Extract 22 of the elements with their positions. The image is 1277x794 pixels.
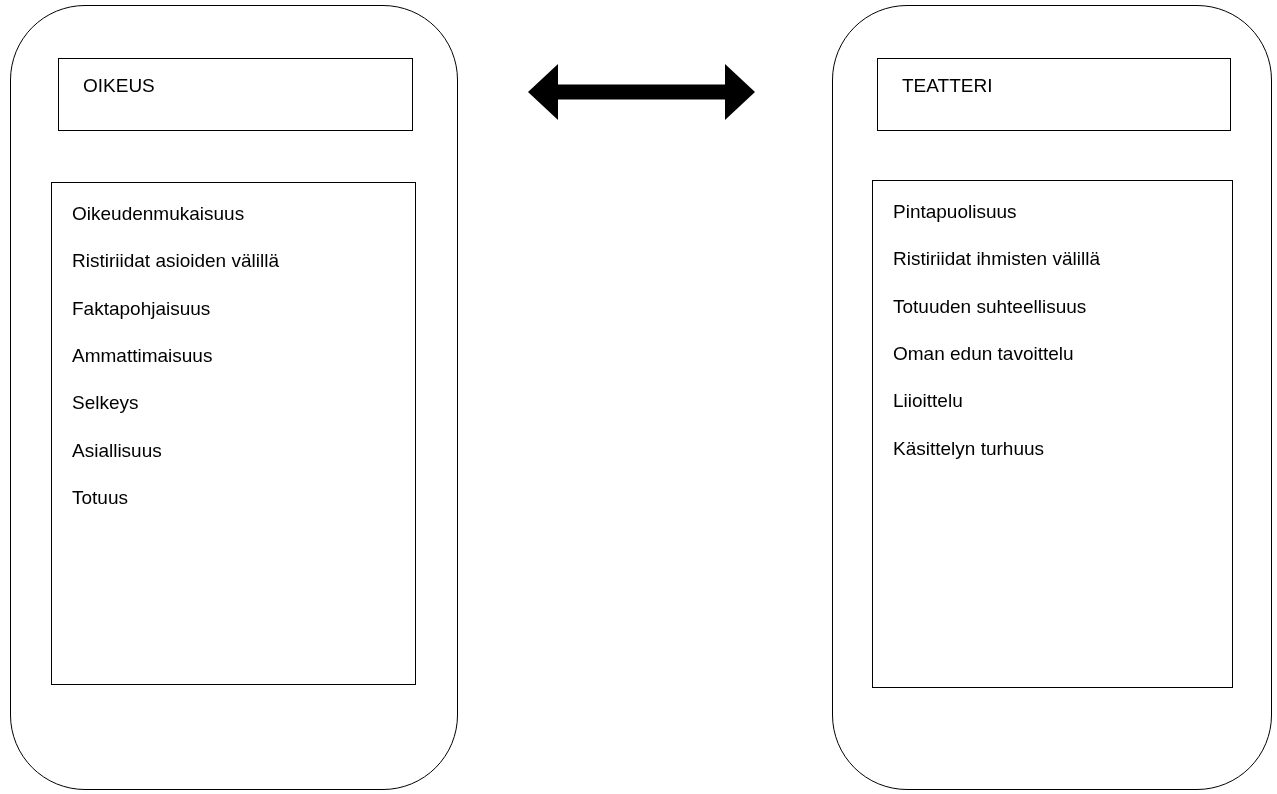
list-item: Ammattimaisuus <box>72 344 213 367</box>
list-item: Oikeudenmukaisuus <box>72 203 245 225</box>
list-item: Ristiriidat asioiden välillä <box>72 250 279 273</box>
double-arrow <box>528 64 755 120</box>
heading-box <box>877 58 1231 131</box>
list-item: Liioittelu <box>893 390 963 413</box>
list-item: Totuuden suhteellisuus <box>893 295 1087 318</box>
list-item: Selkeys <box>72 392 139 415</box>
heading-text: TEATTERI <box>902 75 993 97</box>
rounded-panel <box>10 5 458 790</box>
list-item: Faktapohjaisuus <box>72 297 211 320</box>
list-box <box>872 180 1233 688</box>
heading-box <box>58 58 413 131</box>
list-item: Totuus <box>72 486 128 509</box>
heading-text: OIKEUS <box>83 75 155 97</box>
list-item: Asiallisuus <box>72 439 162 462</box>
list-item: Käsittelyn turhuus <box>893 437 1045 460</box>
list-item: Oman edun tavoittelu <box>893 342 1074 365</box>
rounded-panel <box>832 5 1272 790</box>
list-item: Ristiriidat ihmisten välillä <box>893 248 1100 271</box>
list-box <box>51 182 416 685</box>
list-item: Pintapuolisuus <box>893 201 1017 223</box>
